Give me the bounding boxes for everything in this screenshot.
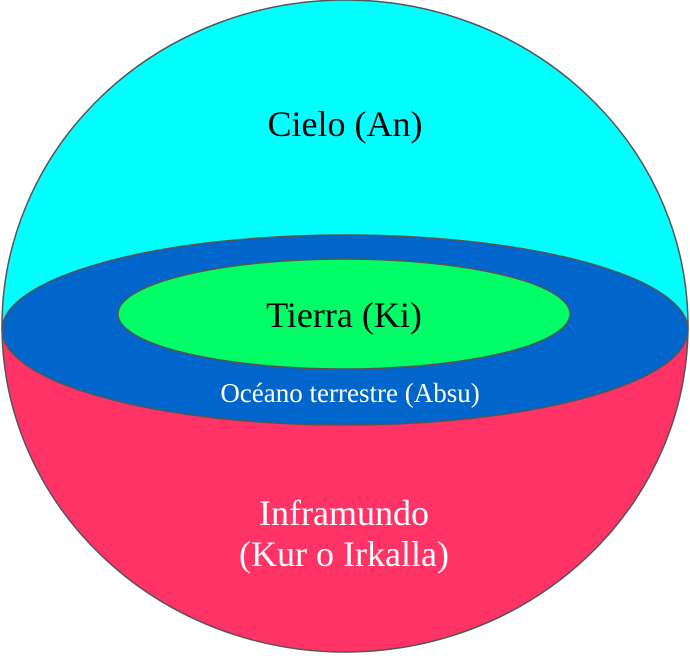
heaven-label: Cielo (An) [268, 104, 423, 144]
earth-label: Tierra (Ki) [266, 295, 422, 335]
ocean-label: Océano terrestre (Absu) [220, 378, 479, 408]
heaven-dome [1, 0, 689, 327]
underworld-label-line1: Inframundo [259, 493, 429, 533]
earth-disc [117, 258, 571, 370]
underworld-label-line2: (Kur o Irkalla) [239, 534, 449, 574]
